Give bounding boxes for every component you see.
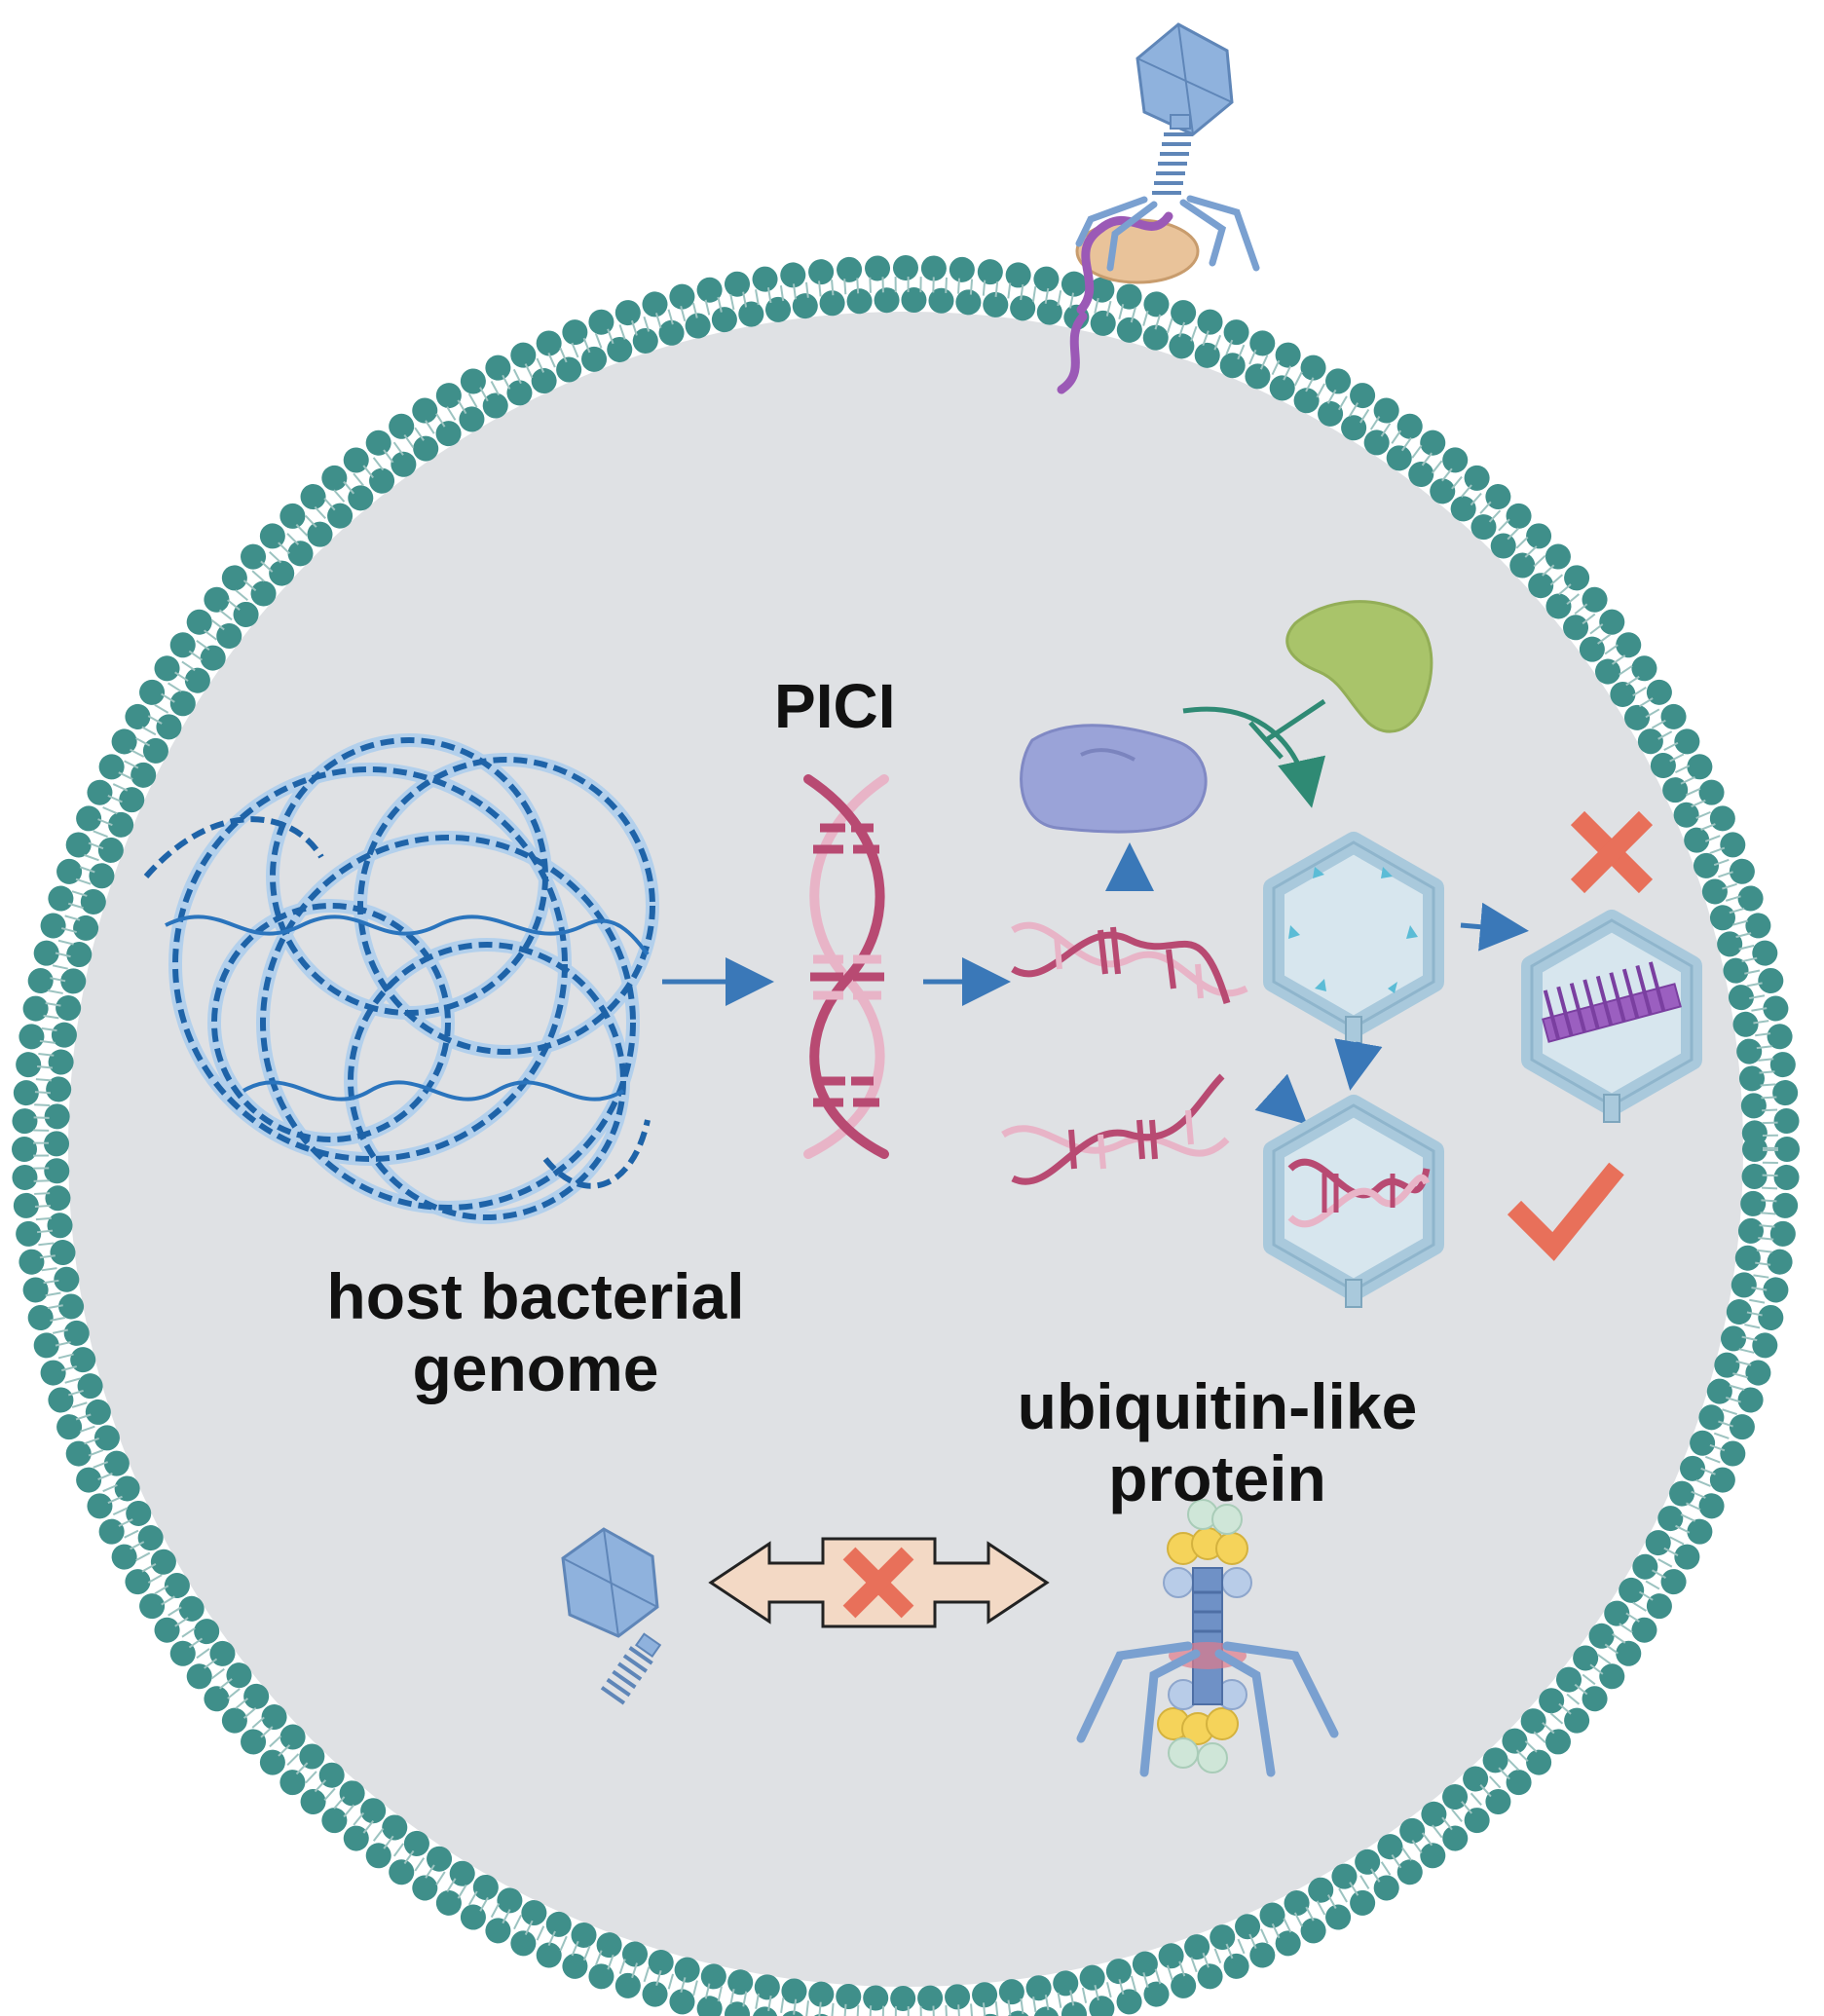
ubl-label-line1: ubiquitin-like xyxy=(1017,1370,1418,1442)
double-arrow-blocked xyxy=(708,1537,1050,1628)
ubl-label-line2: protein xyxy=(1108,1441,1326,1514)
cross-icon xyxy=(842,1547,914,1619)
check-icon xyxy=(1507,1162,1624,1261)
ubl-label: ubiquitin-like protein xyxy=(993,1370,1441,1515)
cell-interior xyxy=(68,312,1743,1987)
purple-protein-icon xyxy=(1020,724,1208,834)
phage-icon xyxy=(561,1527,662,1705)
bacterial-genome-icon xyxy=(143,733,659,1224)
inhibition-bar xyxy=(1248,698,1326,760)
green-protein-icon xyxy=(1285,600,1433,733)
membrane-outer-ring xyxy=(12,255,1800,2016)
membrane-inner-ring xyxy=(44,287,1768,2011)
dna-helix-icon xyxy=(803,774,889,1159)
host-genome-label-line1: host bacterial xyxy=(326,1260,745,1332)
phage-tail-ubl-icon xyxy=(1076,1499,1339,1777)
cell xyxy=(12,255,1800,2016)
arrow-capsid-to-phage-capsid xyxy=(1460,902,1529,952)
cross-icon xyxy=(1570,810,1654,894)
capsid-icon xyxy=(1274,842,1433,1044)
host-genome-label-line2: genome xyxy=(412,1331,659,1404)
arrow-capsid-to-pici-capsid xyxy=(1334,1038,1383,1091)
small-dna-lower-icon xyxy=(1001,1073,1230,1185)
arrow-dna-to-pici-capsid xyxy=(1254,1073,1308,1125)
arrow-protein-to-capsid xyxy=(1182,706,1326,808)
capsid-with-pici-dna-icon xyxy=(1274,1105,1433,1307)
small-dna-upper-icon xyxy=(1011,921,1248,1005)
phage-injecting-icon xyxy=(1057,22,1260,394)
capsid-with-phage-tail-icon xyxy=(1532,920,1692,1122)
membrane-lipid-tails xyxy=(33,277,1778,2016)
pici-label: PICI xyxy=(774,671,896,741)
host-genome-label: host bacterial genome xyxy=(292,1260,779,1405)
